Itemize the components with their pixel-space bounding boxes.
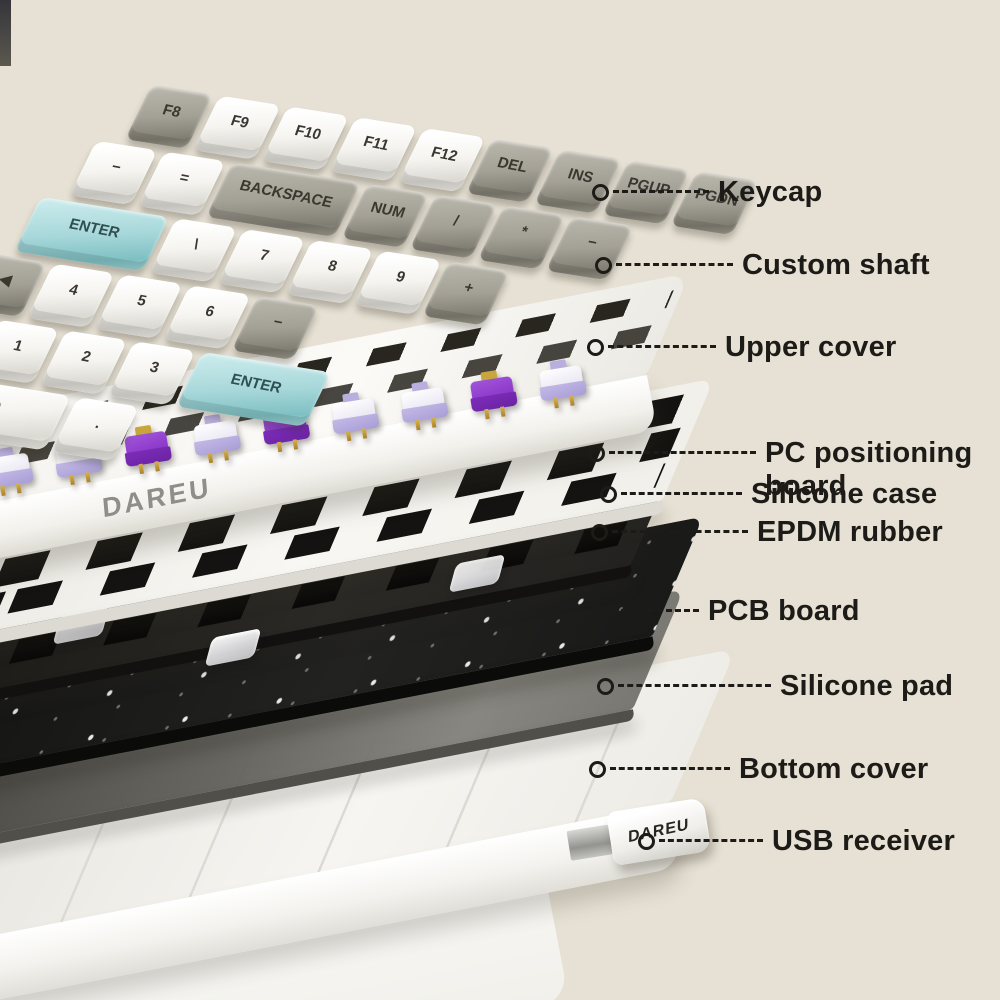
photo-edge-strip-top: [0, 0, 11, 66]
keycap-legend: F10: [292, 122, 324, 144]
keycap-legend: 1: [11, 337, 25, 356]
leader-line: [621, 492, 742, 495]
leader-dot: [600, 486, 617, 503]
leader-line: [608, 345, 716, 348]
part-label-usb-receiver: USB receiver: [772, 825, 955, 857]
part-label-upper-cover: Upper cover: [725, 331, 897, 363]
leader-dot: [595, 257, 612, 274]
keycap-legend: −: [109, 158, 124, 177]
callout-silicone-pad: Silicone pad: [597, 670, 953, 703]
leader-line: [618, 684, 771, 687]
part-label-silicone-pad: Silicone pad: [780, 670, 954, 702]
callout-silicone-case: Silicone case: [600, 478, 937, 511]
leader-line: [659, 839, 763, 842]
part-label-bottom-cover: Bottom cover: [739, 753, 929, 785]
keycap-legend: ◀: [0, 270, 14, 290]
part-label-pcb-board: PCB board: [708, 595, 860, 627]
part-label-silicone-case: Silicone case: [751, 478, 938, 510]
keycap-legend: F12: [428, 143, 460, 166]
leader-line: [609, 451, 756, 454]
keycap-legend: 2: [79, 348, 94, 366]
leader-dot: [592, 184, 609, 201]
leader-line: [610, 767, 730, 770]
keycap-legend: 3: [147, 358, 162, 377]
part-label-epdm-rubber: EPDM rubber: [757, 516, 943, 548]
keycap-legend: 7: [257, 246, 272, 265]
leader-dot: [588, 445, 605, 462]
keycap-legend: 9: [393, 268, 408, 287]
keycap-legend: F9: [228, 112, 252, 133]
keycap-legend: *: [518, 223, 530, 241]
keycap-legend: 8: [325, 257, 340, 276]
keycap-legend: /: [451, 212, 461, 230]
callout-epdm-rubber: EPDM rubber: [591, 516, 943, 549]
usb-plug-metal: [566, 824, 613, 861]
leader-dot: [589, 761, 606, 778]
callout-usb-receiver: USB receiver: [638, 825, 955, 858]
callout-pc-positioning-board: PC positioning board: [588, 437, 985, 503]
keycap-enter: ENTER: [175, 351, 331, 427]
leader-dot: [638, 833, 655, 850]
keycap-legend: 6: [202, 302, 217, 321]
leader-dot: [597, 678, 614, 695]
part-label-keycap: Keycap: [718, 176, 823, 208]
leader-line: [616, 263, 733, 266]
keycap-legend: F8: [160, 101, 184, 122]
leader-line: [612, 530, 748, 533]
leader-line: [613, 190, 709, 193]
part-label-pc-positioning-board: PC positioning board: [765, 437, 973, 502]
keycap-legend: +: [461, 279, 476, 298]
callout-custom-shaft: Custom shaft: [595, 249, 930, 282]
keycap-legend: 5: [134, 292, 149, 310]
keycap-legend: −: [270, 313, 286, 332]
leader-dot: [582, 603, 599, 620]
keycap-legend: NUM: [368, 199, 408, 222]
keycap-legend: .: [92, 415, 103, 433]
keycap-legend: ENTER: [228, 370, 284, 397]
keycap-legend: \: [191, 236, 201, 254]
keycap-legend: =: [177, 169, 192, 188]
callout-upper-cover: Upper cover: [587, 331, 896, 364]
part-label-custom-shaft: Custom shaft: [742, 249, 930, 281]
callout-pcb-board: PCB board: [582, 595, 860, 628]
keycap-legend: BACKSPACE: [237, 177, 335, 212]
keycap-legend: 4: [66, 281, 81, 300]
leader-line: [603, 609, 699, 612]
keycap-legend: DEL: [494, 154, 530, 177]
callout-bottom-cover: Bottom cover: [589, 753, 928, 786]
callout-keycap: Keycap: [592, 176, 822, 209]
keycap-legend: F11: [361, 133, 392, 155]
keycap-legend: 0: [0, 398, 4, 417]
leader-dot: [587, 339, 604, 356]
leader-dot: [591, 524, 608, 541]
keycap-legend: ENTER: [66, 215, 123, 242]
